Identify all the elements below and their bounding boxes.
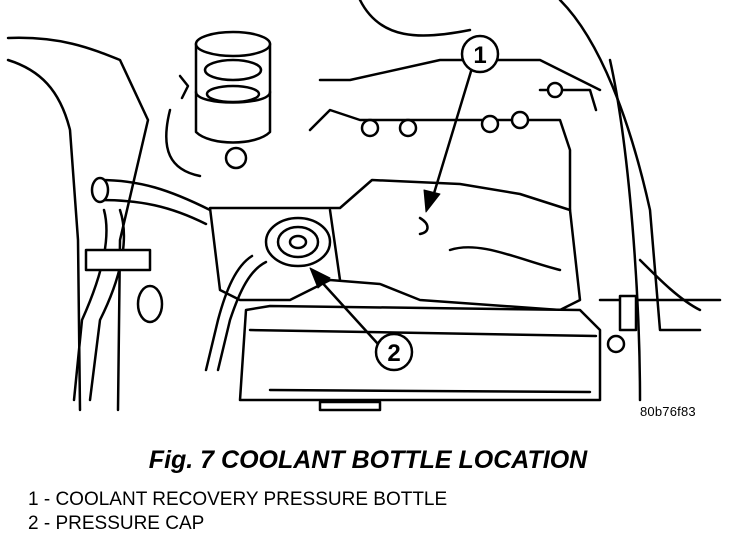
callout-2: 2 [309,267,414,372]
legend-item-2: 2 - PRESSURE CAP [28,513,205,534]
engine-cover [308,58,602,212]
callout-1-number: 1 [473,42,486,69]
pressure-cap [264,216,332,268]
figure-caption: Fig. 7 COOLANT BOTTLE LOCATION [148,446,588,474]
legend-list: 1 - COOLANT RECOVERY PRESSURE BOTTLE 2 -… [28,488,447,536]
callout-2-number: 2 [387,340,400,367]
wiring-harness-clip [606,294,638,354]
figure-reference-id: 80b76f83 [640,404,696,419]
callout-1: 1 [423,34,500,213]
legend-item-1: 1 - COOLANT RECOVERY PRESSURE BOTTLE [28,489,448,510]
engine-compartment-illustration: 1 2 [6,0,722,412]
reservoir-cap-assembly [165,30,272,178]
washer-cap [136,284,164,324]
coolant-hoses [72,176,268,402]
fuse-box [238,304,602,412]
